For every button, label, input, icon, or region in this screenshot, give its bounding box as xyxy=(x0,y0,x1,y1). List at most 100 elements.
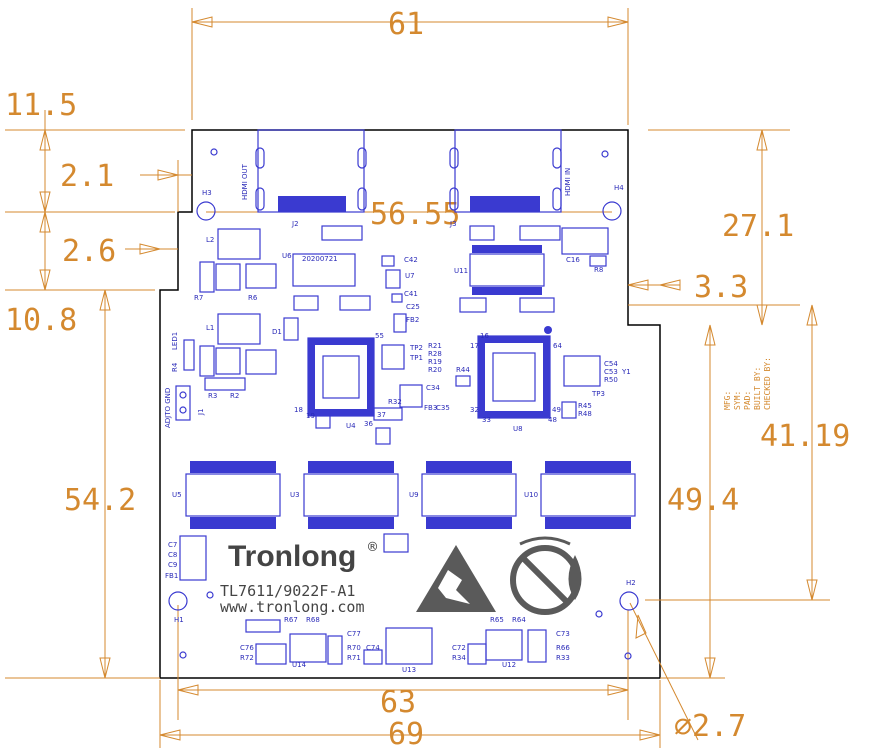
dim-left-11-5: 11.5 xyxy=(5,88,77,123)
refdes-j1: J1 xyxy=(197,408,205,416)
registered-mark: ® xyxy=(368,538,378,556)
diode-d1 xyxy=(283,317,299,341)
dim-left-2-6: 2.6 xyxy=(62,234,116,269)
refdes-r64: R64 xyxy=(512,616,526,624)
ic-u8 xyxy=(477,326,552,419)
board-model: TL7611/9022F-A1 xyxy=(220,582,355,600)
refdes-d1: D1 xyxy=(272,328,282,336)
refdes-tp1: TP1 xyxy=(409,354,423,362)
hdmi-out-connector xyxy=(255,129,367,213)
inductor-l1 xyxy=(217,313,261,345)
board-website: www.tronlong.com xyxy=(220,598,365,616)
refdes-r68: R68 xyxy=(306,616,320,624)
esd-symbol xyxy=(416,545,496,612)
pin-u8-32: 32 xyxy=(470,406,479,414)
pin-u8-49: 49 xyxy=(552,406,561,414)
refdes-r65: R65 xyxy=(490,616,504,624)
pin-u8-48: 48 xyxy=(548,416,557,424)
passives-cluster xyxy=(179,225,609,665)
refdes-u9: U9 xyxy=(409,491,419,499)
hole-h3 xyxy=(196,201,216,221)
dim-right-27-1: 27.1 xyxy=(722,209,794,244)
led1 xyxy=(183,339,195,371)
ic-u6 xyxy=(292,253,356,287)
refdes-r7: R7 xyxy=(194,294,203,302)
ic-u10 xyxy=(540,461,636,529)
refdes-tp2: TP2 xyxy=(409,344,423,352)
dim-right-49-4: 49.4 xyxy=(667,483,739,518)
dim-bottom-69: 69 xyxy=(388,717,424,752)
refdes-fb2: FB2 xyxy=(406,316,419,324)
refdes-fb1: FB1 xyxy=(165,572,178,580)
dimension-lines xyxy=(5,8,830,748)
refdes-c9: C9 xyxy=(168,561,177,569)
pin-u8-33: 33 xyxy=(482,416,491,424)
refdes-tp3: TP3 xyxy=(591,390,605,398)
refdes-c42: C42 xyxy=(404,256,418,264)
inductor-l2 xyxy=(217,228,261,260)
refdes-u3: U3 xyxy=(290,491,300,499)
passives-left-top xyxy=(199,261,277,391)
refdes-j2: J2 xyxy=(291,220,299,228)
dim-mid-56-55: 56.55 xyxy=(370,197,460,232)
pin-u4-18: 18 xyxy=(294,406,303,414)
ic-u3 xyxy=(303,461,399,529)
refdes-c53: C53 xyxy=(604,368,618,376)
hdmi-in-connector xyxy=(449,129,562,213)
refdes-c41: C41 xyxy=(404,290,418,298)
refdes-r3: R3 xyxy=(208,392,217,400)
dim-left-54-2: 54.2 xyxy=(64,483,136,518)
refdes-r33: R33 xyxy=(556,654,570,662)
refdes-r32: R32 xyxy=(388,398,402,406)
refdes-u5: U5 xyxy=(172,491,182,499)
refdes-c76: C76 xyxy=(240,644,254,652)
refdes-r45: R45 xyxy=(578,402,592,410)
refdes-r2: R2 xyxy=(230,392,239,400)
refdes-r34: R34 xyxy=(452,654,466,662)
connector-j1 xyxy=(175,385,191,421)
refdes-j3: J3 xyxy=(449,220,457,228)
refdes-r70: R70 xyxy=(347,644,361,652)
hole-h4 xyxy=(602,201,622,221)
hole-h2 xyxy=(619,591,639,611)
dim-left-10-8: 10.8 xyxy=(5,303,77,338)
ic-u11 xyxy=(469,253,545,287)
refdes-c16: C16 xyxy=(566,256,580,264)
refdes-u8: U8 xyxy=(513,425,523,433)
refdes-r72: R72 xyxy=(240,654,254,662)
check-label-pad: PAD: xyxy=(743,391,752,410)
pin-u4-36: 36 xyxy=(364,420,373,428)
check-labels: MFG: SYM: PAD: BUILT BY: CHECKED BY: xyxy=(723,357,772,410)
refdes-r67: R67 xyxy=(284,616,298,624)
ic-u13 xyxy=(385,627,433,665)
refdes-u13: U13 xyxy=(402,666,416,674)
pin-u8-16: 16 xyxy=(480,332,489,340)
refdes-c35: C35 xyxy=(436,404,450,412)
pin-u8-64: 64 xyxy=(553,342,562,350)
refdes-u4: U4 xyxy=(346,422,356,430)
adjto-gnd-label: ADJTO GND xyxy=(164,388,172,428)
pin-u4-19: 19 xyxy=(306,412,315,420)
refdes-r19: R19 xyxy=(428,358,442,366)
refdes-c8: C8 xyxy=(168,551,177,559)
dim-hole-diameter: ∅2.7 xyxy=(674,709,746,744)
refdes-c54: C54 xyxy=(604,360,618,368)
date-code: 20200721 xyxy=(302,255,338,263)
dim-left-2-1: 2.1 xyxy=(60,159,114,194)
refdes-r50: R50 xyxy=(604,376,618,384)
refdes-r48: R48 xyxy=(578,410,592,418)
refdes-c77: C77 xyxy=(347,630,361,638)
refdes-r44: R44 xyxy=(456,366,470,374)
brand-name: Tronlong xyxy=(228,540,356,573)
check-label-sym: SYM: xyxy=(733,391,742,410)
refdes-l1: L1 xyxy=(206,324,214,332)
refdes-u10: U10 xyxy=(524,491,538,499)
refdes-c73: C73 xyxy=(556,630,570,638)
pin-u4-55: 55 xyxy=(375,332,384,340)
mounting-holes xyxy=(168,148,639,660)
dim-right-3-3: 3.3 xyxy=(694,270,748,305)
refdes-c74: C74 xyxy=(366,644,380,652)
refdes-r8: R8 xyxy=(594,266,603,274)
ic-u5 xyxy=(185,461,281,529)
